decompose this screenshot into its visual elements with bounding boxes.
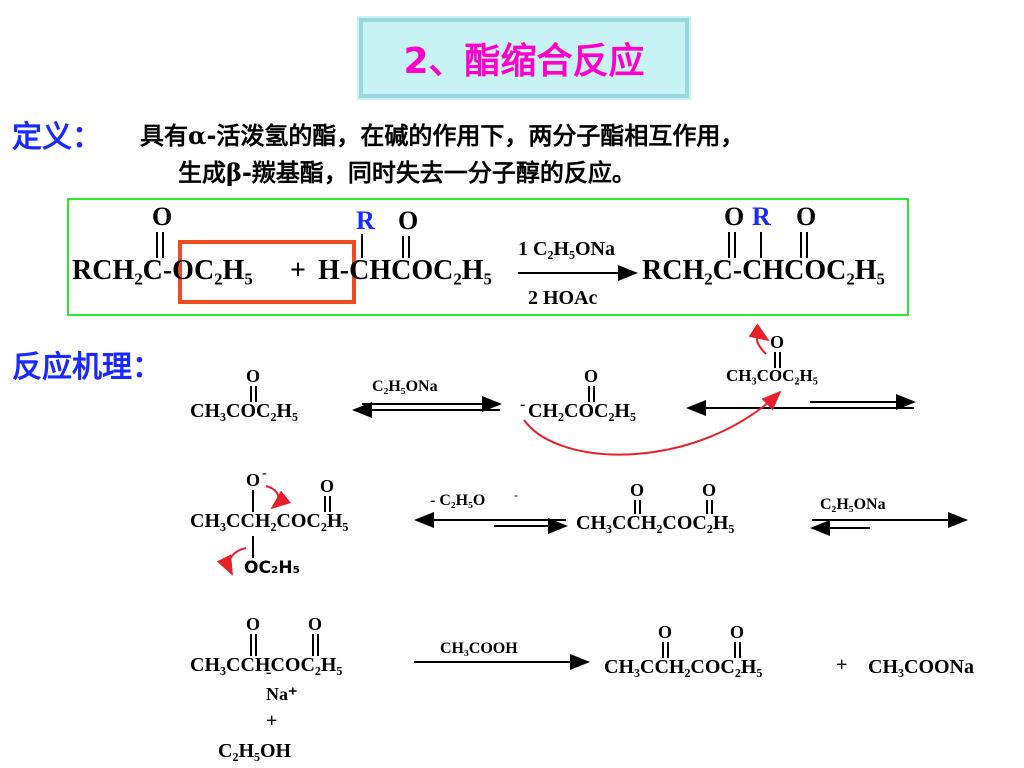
product-beta-ketoester: RCH₂C-CHCOC₂H₅	[642, 255, 885, 286]
tetrahedral-intermediate: CH₃CCH₂COC₂H₅	[190, 510, 349, 532]
acetoacetic-ester: CH₃CCH₂COC₂H₅	[576, 512, 735, 534]
r-group: R	[752, 202, 771, 231]
reactant-ester-2: H-CHCOC₂H₅	[318, 255, 492, 286]
condition-acid: 2 HOAc	[528, 287, 598, 309]
carbonyl-oxygen: O	[398, 206, 419, 235]
mechanism-label: 反应机理：	[12, 350, 162, 385]
ethyl-acetate: CH₃COC₂H₅	[190, 400, 298, 422]
plus-sign: +	[836, 654, 848, 676]
reagent-label: C₂H₅ONa	[820, 496, 886, 513]
ethyl-acetate-2: CH₃COC₂H₅	[726, 366, 818, 385]
plus-sign: +	[266, 710, 278, 732]
r-group: R	[356, 206, 375, 235]
alpha-symbol: α	[188, 121, 207, 150]
beta-symbol: β	[226, 158, 242, 187]
negative-charge: -	[266, 664, 272, 681]
page-title: 2、酯缩合反应	[357, 16, 691, 100]
carbonyl-oxygen: O	[630, 480, 645, 500]
carbonyl-oxygen: O	[584, 366, 599, 386]
negative-charge: -	[520, 396, 526, 413]
definition-line-2: 生成β-羰基酯，同时失去一分子醇的反应。	[178, 153, 636, 188]
eliminated-ethoxide: - C₂H₅O	[430, 492, 486, 509]
sodium-acetate: CH₃COONa	[868, 656, 974, 678]
carbonyl-oxygen: O	[246, 614, 261, 634]
carbonyl-oxygen: O	[724, 202, 745, 231]
negative-charge: -	[262, 466, 267, 481]
condition-base: 1 C₂H₅ONa	[518, 238, 615, 260]
alkoxide-oxygen: O	[246, 470, 261, 490]
curved-arrow	[523, 390, 782, 456]
carbonyl-oxygen: O	[770, 332, 785, 352]
curved-arrow	[748, 323, 770, 355]
definition-line-1: 具有α-活泼氢的酯，在碱的作用下，两分子酯相互作用，	[140, 116, 744, 151]
ethanol: C₂H₅OH	[218, 740, 292, 762]
enolate-salt: CH₃CCHCOC₂H₅	[190, 654, 343, 676]
reagent-label: CH₃COOH	[440, 640, 518, 657]
definition-text: -羰基酯，同时失去一分子醇的反应。	[241, 159, 636, 187]
carbonyl-oxygen: O	[320, 476, 335, 496]
definition-text: 具有	[140, 122, 188, 150]
definition-text: -活泼氢的酯，在碱的作用下，两分子酯相互作用，	[206, 122, 745, 150]
negative-charge: -	[514, 488, 518, 502]
ethoxy-group: OC₂H₅	[244, 558, 301, 578]
carbonyl-oxygen: O	[152, 202, 173, 231]
definition-text: 生成	[178, 159, 226, 187]
carbonyl-oxygen: O	[796, 202, 817, 231]
enolate-anion: CH₂COC₂H₅	[528, 400, 636, 422]
highlight-box	[178, 240, 356, 304]
carbonyl-oxygen: O	[730, 622, 745, 642]
carbonyl-oxygen: O	[658, 622, 673, 642]
curved-arrow	[216, 547, 247, 576]
reactant-ester: RCH₂C-OC₂H₅	[72, 255, 253, 286]
acetoacetic-ester-product: CH₃CCH₂COC₂H₅	[604, 656, 763, 678]
reagent-label: C₂H₅ONa	[372, 378, 438, 395]
sodium-ion: Na⁺	[266, 684, 298, 704]
curved-arrow	[265, 485, 292, 510]
definition-label: 定义：	[12, 120, 102, 155]
general-equation-box	[67, 198, 909, 316]
carbonyl-oxygen: O	[702, 480, 717, 500]
carbonyl-oxygen: O	[308, 614, 323, 634]
carbonyl-oxygen: O	[246, 366, 261, 386]
plus-sign: +	[290, 255, 306, 286]
